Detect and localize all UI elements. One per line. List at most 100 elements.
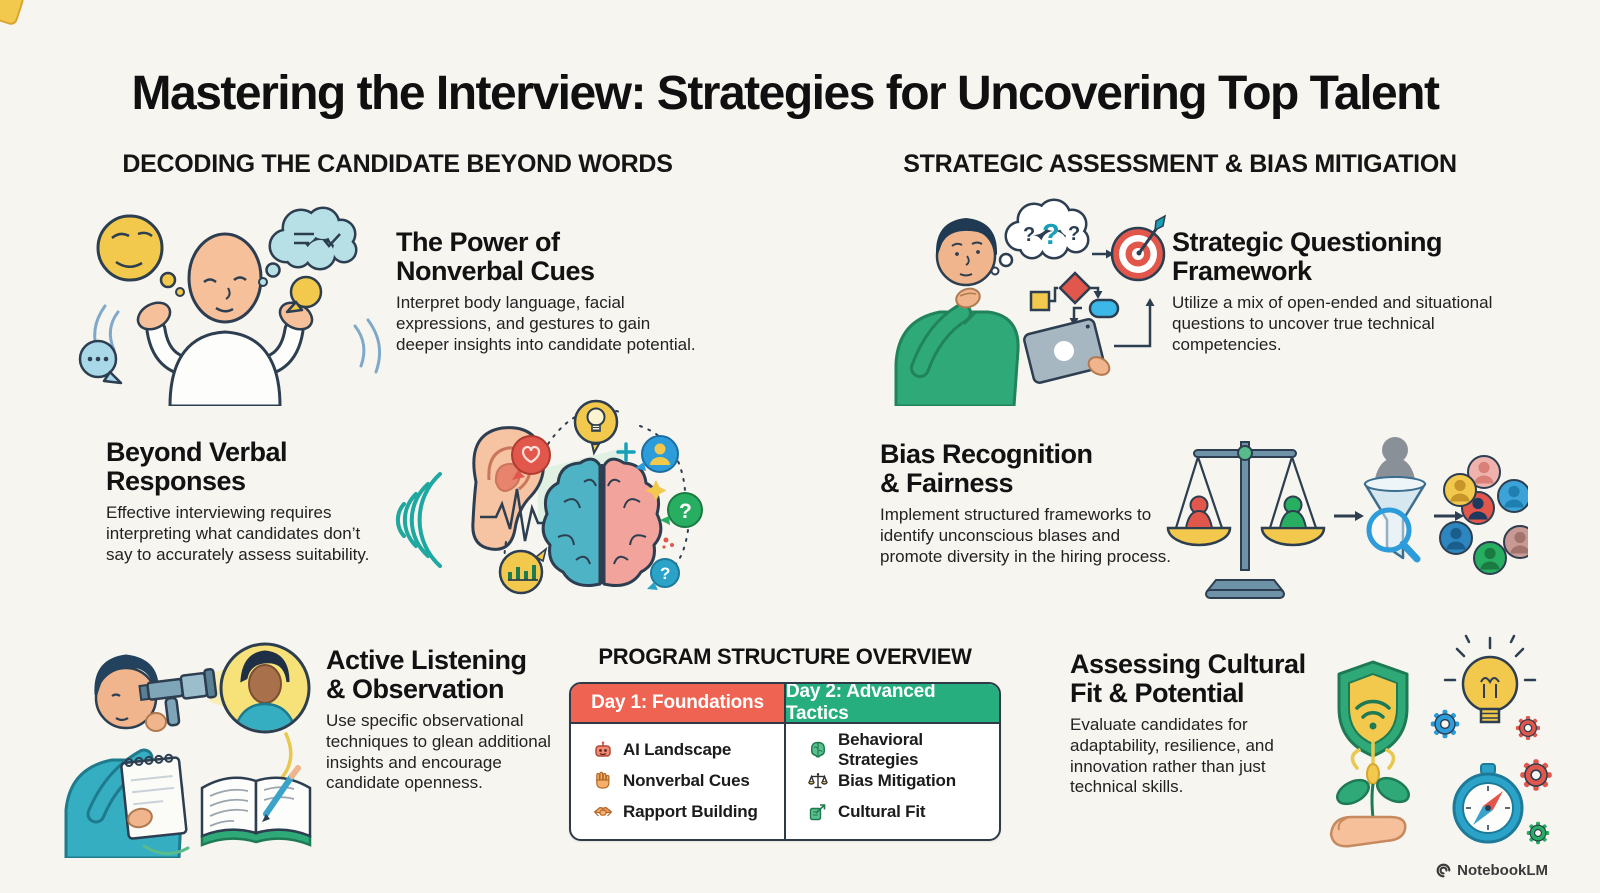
- table-row: Behavioral Strategies: [808, 730, 999, 769]
- card-nonverbal-cues: The Power of Nonverbal Cues Interpret bo…: [396, 228, 706, 355]
- compass-icon: [1452, 758, 1553, 845]
- gear-icon: [1526, 821, 1550, 845]
- question-mark: ?: [1068, 223, 1080, 245]
- card-active-listening: Active Listening & Observation Use speci…: [326, 646, 566, 794]
- table-header-day1: Day 1: Foundations: [571, 684, 786, 722]
- card-body: Effective interviewing requires interpre…: [106, 503, 370, 564]
- card-title: Bias Recognition & Fairness: [880, 439, 1093, 498]
- day1-column: AI Landscape Nonverbal Cu: [571, 724, 786, 839]
- gear-icon: [1519, 758, 1553, 792]
- table-row: Rapport Building: [593, 796, 784, 827]
- table-item-label: Cultural Fit: [838, 801, 926, 821]
- sound-waves-icon: [395, 472, 442, 568]
- card-title: The Power of Nonverbal Cues: [396, 227, 595, 286]
- program-structure: PROGRAM STRUCTURE OVERVIEW Day 1: Founda…: [569, 644, 1001, 841]
- ear-brain-illustration: ? ?: [395, 399, 703, 595]
- svg-text:?: ?: [660, 564, 670, 583]
- notebooklm-watermark: NotebookLM: [1435, 862, 1548, 879]
- table-row: Bias Mitigation: [808, 765, 999, 796]
- tablet-icon: [1023, 318, 1105, 384]
- card-title: Strategic Questioning Framework: [1172, 227, 1443, 286]
- wink-emoji-icon: [96, 214, 185, 297]
- svg-text:?: ?: [679, 500, 692, 523]
- dots-speech-bubble-icon: [78, 339, 123, 385]
- card-bias-recognition: Bias Recognition & Fairness Implement st…: [880, 440, 1175, 567]
- section-header-right: STRATEGIC ASSESSMENT & BIAS MITIGATION: [903, 150, 1457, 178]
- card-strategic-questioning: Strategic Questioning Framework Utilize …: [1172, 228, 1494, 355]
- open-book-icon: [200, 776, 312, 847]
- table-item-label: Nonverbal Cues: [623, 770, 750, 790]
- card-body: Evaluate candidates for adaptability, re…: [1070, 715, 1274, 797]
- strategic-questioning-illustration: ? ? ?: [894, 198, 1167, 406]
- flowchart-icon: [1029, 249, 1155, 348]
- arrow-right-1: [1355, 511, 1364, 521]
- person-bubble-icon: [635, 435, 679, 473]
- shield-icon: [1337, 660, 1409, 758]
- question-mark: ?: [1042, 219, 1060, 251]
- table-item-label: Bias Mitigation: [838, 770, 956, 790]
- brain-icon: [810, 741, 826, 758]
- target-icon: [1110, 214, 1167, 282]
- watermark-label: NotebookLM: [1457, 862, 1548, 879]
- teal-question-bubble-icon: ?: [647, 558, 680, 590]
- cultural-fit-icons-illustration: [1329, 634, 1553, 848]
- balance-scales-icon: [1166, 441, 1326, 599]
- section-header-left: DECODING THE CANDIDATE BEYOND WORDS: [122, 150, 673, 178]
- hand-holding-spyglass: [145, 712, 167, 732]
- card-body: Utilize a mix of open-ended and situatio…: [1172, 293, 1493, 354]
- innovation-lightbulb-icon: [1430, 634, 1541, 741]
- thinking-man: [894, 218, 1020, 406]
- gesture-arc-right-icon: [353, 318, 382, 374]
- program-title: PROGRAM STRUCTURE OVERVIEW: [598, 644, 972, 669]
- card-cultural-fit: Assessing Cultural Fit & Potential Evalu…: [1070, 650, 1310, 798]
- observed-candidate-icon: [219, 642, 311, 782]
- card-body: Interpret body language, facial expressi…: [396, 293, 696, 354]
- green-candidate: [1279, 495, 1307, 529]
- table-header-day2: Day 2: Advanced Tactics: [786, 684, 999, 724]
- ground-swoosh: [142, 844, 190, 855]
- hand-holding-notepad: [127, 807, 153, 829]
- holding-hand: [1087, 356, 1111, 376]
- table-row: Nonverbal Cues: [593, 765, 784, 796]
- scales-icon: [808, 772, 828, 788]
- heart-bubble-icon: [511, 435, 551, 480]
- gear-icon: [1515, 715, 1541, 741]
- table-row: Cultural Fit: [808, 796, 999, 827]
- table-item-label: Rapport Building: [623, 801, 758, 821]
- hair: [935, 218, 998, 255]
- hand-icon: [596, 771, 610, 789]
- chart-bubble-icon: [498, 546, 548, 595]
- cultural-fit-icon: [809, 803, 826, 820]
- table-item-label: Behavioral Strategies: [838, 729, 923, 769]
- card-beyond-verbal: Beyond Verbal Responses Effective interv…: [106, 438, 376, 565]
- day2-column: Behavioral Strategies Bias Mitigation: [786, 724, 999, 839]
- left-hand: [136, 301, 172, 331]
- table-row: AI Landscape: [593, 734, 784, 765]
- robot-icon: [595, 741, 611, 757]
- spyglass-icon: [138, 667, 218, 727]
- sparkles: [616, 442, 674, 549]
- lightbulb-bubble-icon: [573, 399, 619, 456]
- pen-icon: [262, 765, 301, 822]
- magnifier-icon: [1366, 507, 1412, 553]
- handshake-icon: [593, 806, 613, 816]
- growth-hand-plant-icon: [1329, 740, 1410, 848]
- screening-funnel-icon: [1363, 437, 1427, 563]
- brain-icon: [541, 457, 663, 587]
- card-title: Beyond Verbal Responses: [106, 437, 288, 496]
- page-title: Mastering the Interview: Strategies for …: [131, 67, 1440, 121]
- corner-decoration: [0, 0, 26, 27]
- bias-fairness-illustration: [1166, 437, 1528, 599]
- card-title: Assessing Cultural Fit & Potential: [1070, 649, 1306, 708]
- card-body: Implement structured frameworks to ident…: [880, 505, 1172, 566]
- program-table: Day 1: Foundations Day 2: Advanced Tacti…: [569, 682, 1001, 841]
- nonverbal-cues-illustration: [78, 206, 382, 406]
- notebooklm-logo-icon: [1436, 863, 1451, 878]
- table-item-label: AI Landscape: [623, 739, 732, 759]
- yellow-speech-bubble-icon: [285, 275, 323, 314]
- active-listening-illustration: [64, 642, 312, 858]
- card-title: Active Listening & Observation: [326, 645, 527, 704]
- green-question-bubble-icon: ?: [660, 492, 703, 528]
- notepad-icon: [120, 753, 188, 840]
